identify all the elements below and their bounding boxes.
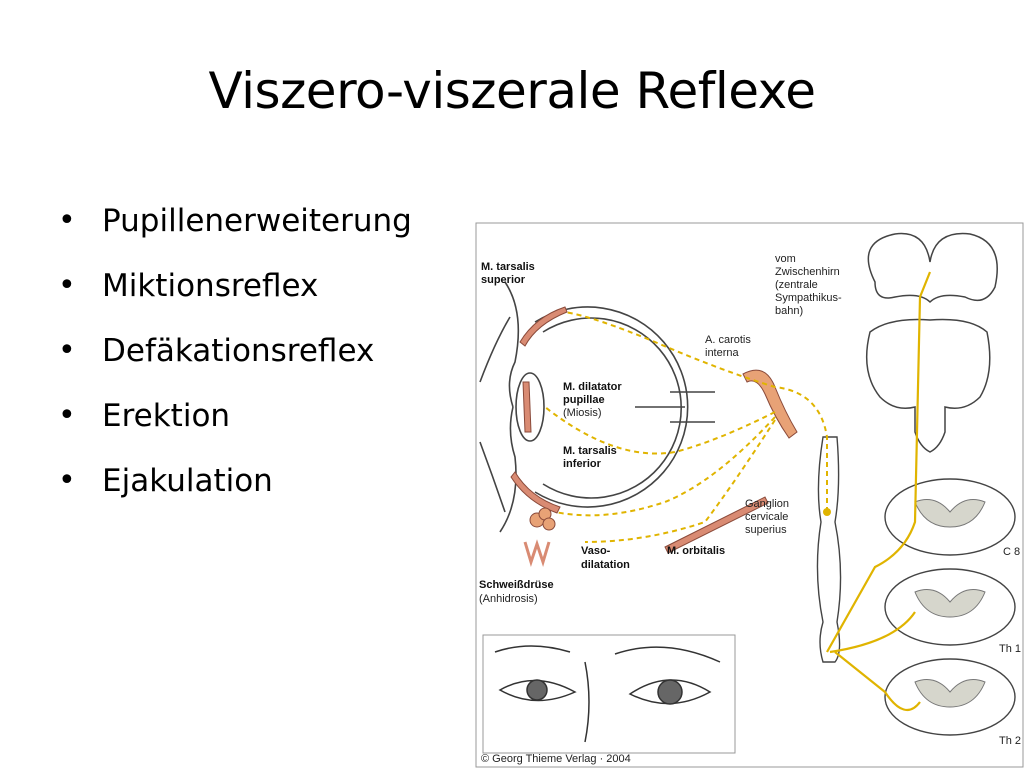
label-carotis-2: interna bbox=[705, 347, 740, 359]
label-ganglion: Ganglion bbox=[745, 498, 789, 510]
copyright-text: © Georg Thieme Verlag · 2004 bbox=[481, 753, 631, 765]
face-illustration-panel bbox=[482, 634, 736, 754]
bullet-item: • Defäkationsreflex bbox=[58, 318, 412, 383]
tarsalis-superior-muscle bbox=[519, 306, 568, 347]
label-carotis: A. carotis bbox=[705, 334, 751, 346]
eye-muscles bbox=[510, 306, 769, 554]
segment-th1 bbox=[884, 568, 1016, 646]
dilatator-muscle bbox=[522, 381, 532, 433]
label-c8: C 8 bbox=[1003, 546, 1020, 558]
bullet-item: • Pupillenerweiterung bbox=[58, 188, 412, 253]
bullet-icon: • bbox=[58, 332, 76, 368]
slide-title: Viszero-viszerale Reflexe bbox=[208, 62, 816, 120]
label-zwischenhirn-2: Zwischenhirn bbox=[775, 266, 840, 278]
label-zwischenhirn-3: (zentrale bbox=[775, 279, 818, 291]
postganglionic-fibers bbox=[544, 311, 828, 543]
label-zwischenhirn: vom bbox=[775, 253, 796, 265]
label-vaso: Vaso- bbox=[581, 545, 611, 557]
label-zwischenhirn-4: Sympathikus- bbox=[775, 292, 842, 304]
label-orbitalis: M. orbitalis bbox=[667, 545, 725, 557]
label-ganglion-2: cervicale bbox=[745, 511, 788, 523]
bullet-item: • Miktionsreflex bbox=[58, 253, 412, 318]
eye-globe bbox=[479, 281, 715, 533]
label-zwischenhirn-5: bahn) bbox=[775, 305, 803, 317]
bullet-text: Pupillenerweiterung bbox=[102, 202, 412, 239]
tarsalis-inferior-muscle bbox=[510, 471, 561, 514]
label-schweiss-2: (Anhidrosis) bbox=[479, 593, 538, 605]
bullet-list: • Pupillenerweiterung • Miktionsreflex • De… bbox=[58, 188, 412, 513]
label-dilatator-3: (Miosis) bbox=[563, 407, 602, 419]
bullet-icon: • bbox=[58, 267, 76, 303]
bullet-icon: • bbox=[58, 462, 76, 498]
label-tarsalis-superior-2: superior bbox=[481, 274, 526, 286]
ganglion-node bbox=[823, 508, 831, 516]
bullet-text: Ejakulation bbox=[102, 462, 273, 499]
bullet-text: Erektion bbox=[102, 397, 231, 434]
label-ganglion-3: superius bbox=[745, 524, 787, 536]
sweat-gland bbox=[523, 507, 556, 567]
orbitalis-muscle bbox=[664, 496, 769, 554]
label-tarsalis-superior: M. tarsalis bbox=[481, 261, 535, 273]
label-dilatator-2: pupillae bbox=[563, 394, 605, 406]
label-th1: Th 1 bbox=[999, 643, 1021, 655]
bullet-item: • Ejakulation bbox=[58, 448, 412, 513]
central-pathway bbox=[826, 271, 932, 653]
label-th2: Th 2 bbox=[999, 735, 1021, 747]
label-vaso-2: dilatation bbox=[581, 559, 630, 571]
label-tarsalis-inferior: M. tarsalis bbox=[563, 445, 617, 457]
bullet-text: Miktionsreflex bbox=[102, 267, 319, 304]
carotis-artery bbox=[742, 369, 798, 439]
sympathetic-trunk bbox=[816, 436, 842, 663]
diagram-svg: M. tarsalis superior M. dilatator pupill… bbox=[475, 222, 1024, 768]
segment-c8 bbox=[884, 478, 1016, 556]
bullet-text: Defäkationsreflex bbox=[102, 332, 375, 369]
bullet-item: • Erektion bbox=[58, 383, 412, 448]
segment-th2 bbox=[884, 658, 1016, 736]
bullet-icon: • bbox=[58, 397, 76, 433]
eyes-sketch bbox=[494, 645, 721, 743]
brain-stem bbox=[865, 232, 998, 453]
bullet-icon: • bbox=[58, 202, 76, 238]
nerve-pathways bbox=[826, 271, 932, 712]
label-tarsalis-inferior-2: inferior bbox=[563, 458, 602, 470]
spinal-cord-segments bbox=[884, 478, 1016, 736]
sympathetic-eye-diagram: M. tarsalis superior M. dilatator pupill… bbox=[475, 222, 1024, 768]
label-dilatator: M. dilatator bbox=[563, 381, 622, 393]
label-schweiss: Schweißdrüse bbox=[479, 579, 554, 591]
